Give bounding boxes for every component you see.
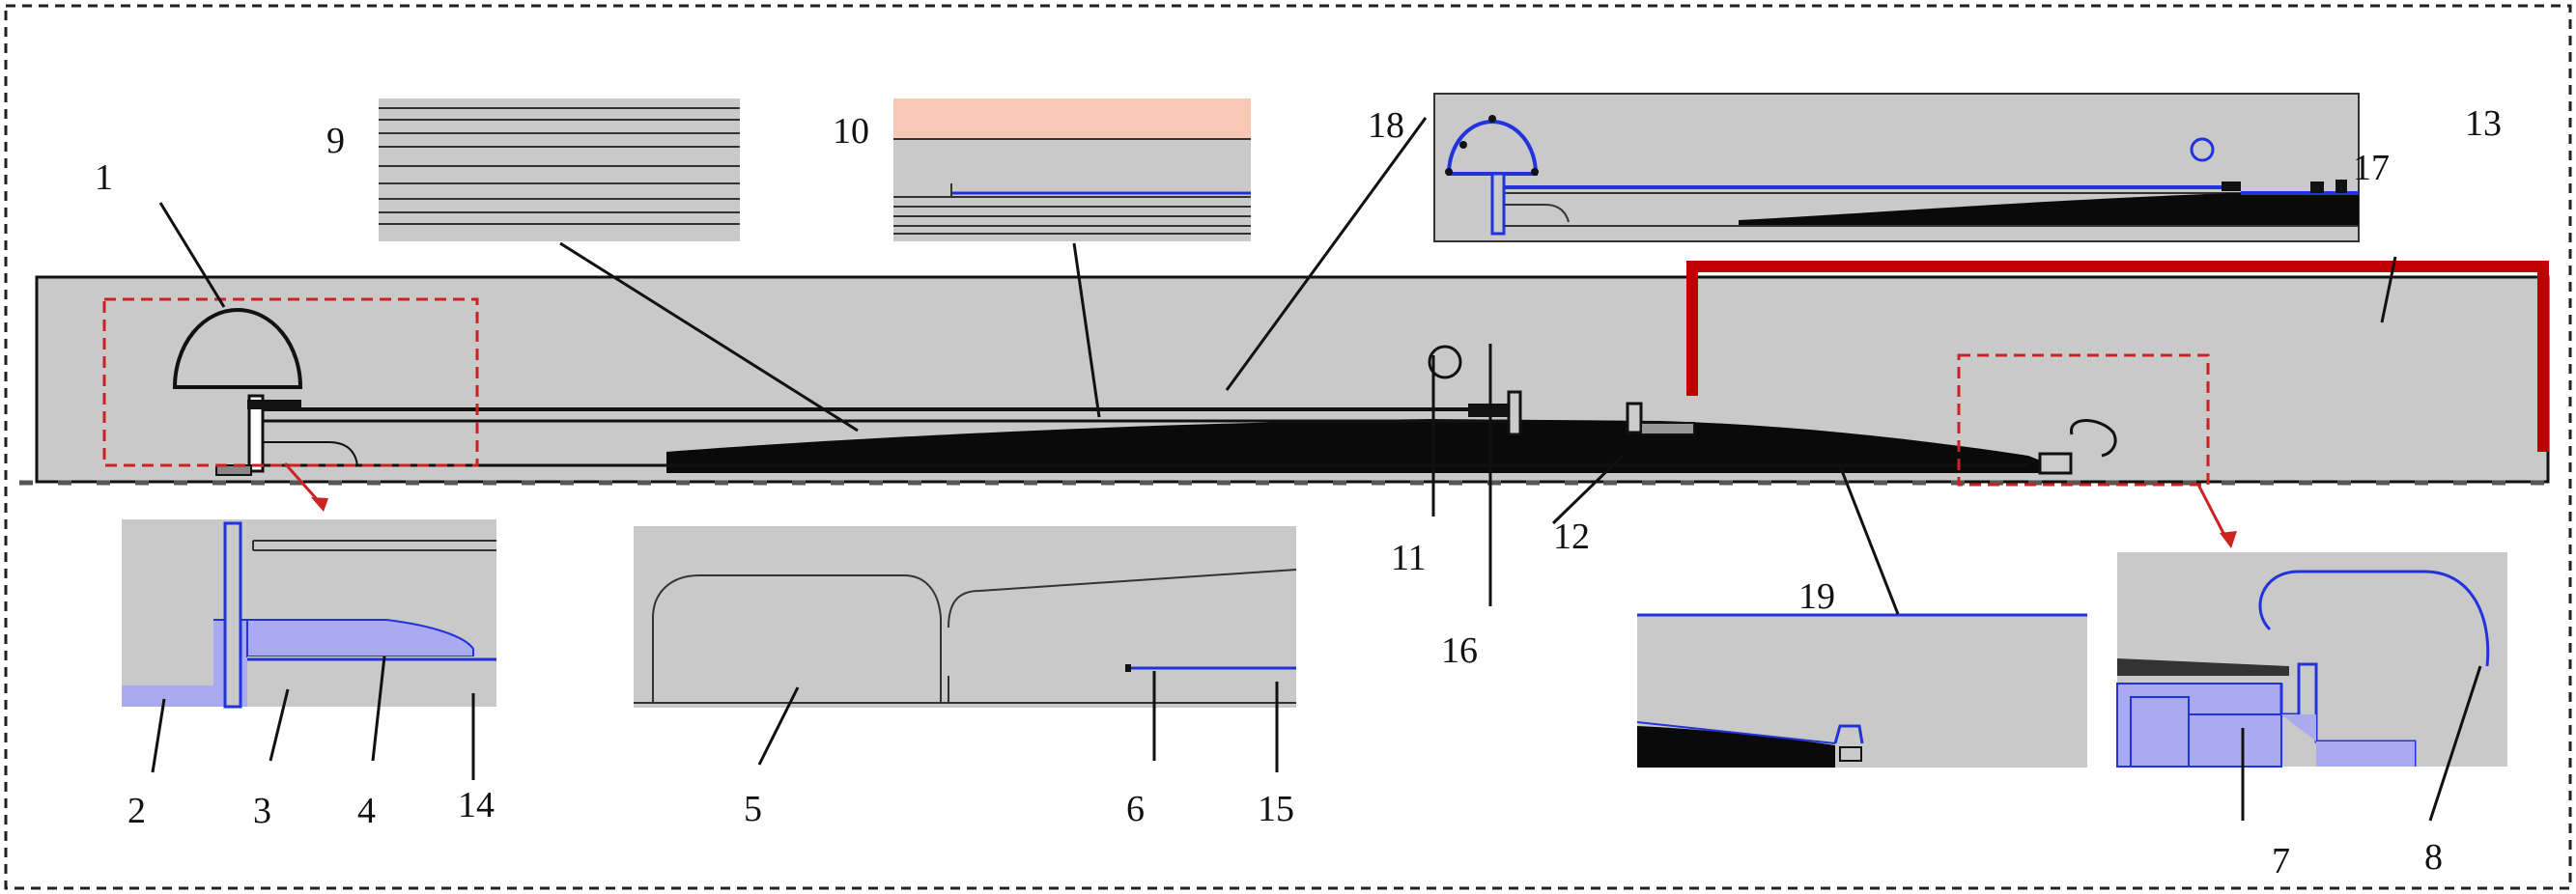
outer-dashed-frame: [4, 4, 2572, 890]
label-7: 7: [2272, 841, 2290, 881]
left-support-cap: [247, 400, 301, 409]
label-2: 2: [127, 791, 146, 831]
dark-wedge-profile: [666, 419, 2043, 473]
inset-10: [893, 98, 1251, 241]
label-11: 11: [1391, 538, 1427, 578]
small-ring: [1428, 345, 1462, 379]
leader-lines: [151, 117, 2482, 822]
label-1: 1: [95, 157, 113, 198]
label-18: 18: [1368, 105, 1404, 146]
label-15: 15: [1258, 789, 1294, 829]
label-19: 19: [1798, 576, 1835, 617]
label-10: 10: [833, 111, 869, 152]
left-zoom-box: [102, 297, 479, 467]
label-6: 6: [1126, 789, 1145, 829]
left-zoom-arrow: [283, 462, 328, 512]
inset-middle-zoom: [634, 526, 1297, 708]
inset-right-zoom: [2116, 552, 2507, 768]
right-hook: [2070, 419, 2117, 458]
callout-labels: 1 9 10 18 13 17 11 16 12 19 2 3 4 14 5 6…: [95, 103, 2502, 881]
inset-9: [379, 98, 740, 241]
left-hump: [263, 441, 358, 466]
right-step: [2038, 452, 2073, 475]
bracket-post: [1507, 390, 1522, 436]
right-zoom-box: [1957, 353, 2210, 487]
inset-18: [1433, 93, 2360, 242]
label-13: 13: [2465, 103, 2502, 144]
label-8: 8: [2424, 837, 2443, 878]
label-5: 5: [744, 789, 762, 829]
label-4: 4: [357, 791, 376, 831]
inset-left-zoom: [122, 519, 496, 709]
bracket: [1468, 404, 1518, 417]
label-14: 14: [458, 785, 495, 825]
label-17: 17: [2353, 148, 2390, 188]
red-boundary: [1686, 261, 2549, 452]
dome: [172, 308, 303, 389]
label-12: 12: [1553, 517, 1590, 557]
main-cross-section: [19, 261, 2555, 548]
label-16: 16: [1441, 630, 1478, 671]
right-zoom-arrow: [2196, 484, 2237, 548]
label-9: 9: [326, 121, 345, 161]
left-support-post: [247, 394, 265, 473]
label-3: 3: [253, 791, 271, 831]
inset-19: [1636, 613, 2087, 768]
riser-base: [1640, 422, 1695, 435]
riser-post: [1626, 402, 1643, 434]
